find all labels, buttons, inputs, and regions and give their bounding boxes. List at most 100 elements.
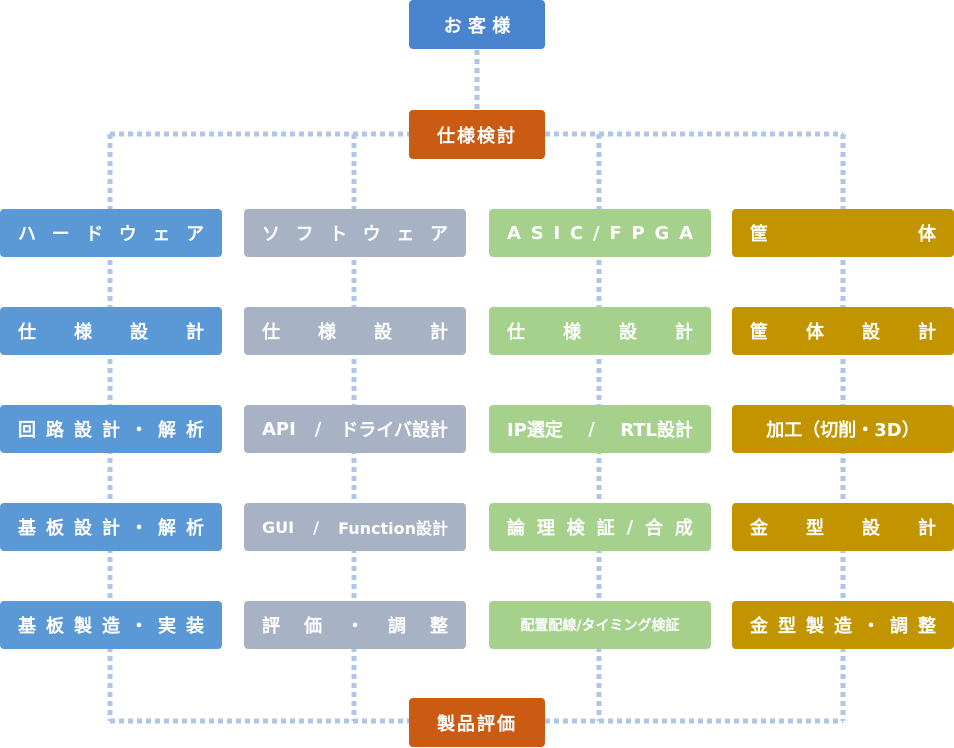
box-text-part: 計: [918, 518, 936, 539]
asic-step-2-box: IP選定 / RTL設計: [489, 405, 711, 453]
box-text-part: ・: [130, 420, 148, 441]
box-text-part: 計: [186, 322, 204, 343]
box-text-part: 整: [918, 616, 936, 637]
box-text-part: ハ: [18, 224, 36, 245]
box-text-part: ア: [429, 224, 448, 245]
box-text-part: 様: [563, 322, 581, 343]
box-text-part: ソ: [262, 224, 280, 245]
software-step-1-box: 仕様設計: [244, 307, 466, 355]
box-text-part: S: [530, 222, 544, 244]
product-eval-box: 製品評価: [409, 698, 545, 747]
box-text-part: 調: [890, 616, 908, 637]
customer-box: お 客 様: [409, 0, 545, 49]
box-text-part: フ: [295, 224, 314, 245]
box-text-part: /: [593, 222, 600, 244]
enclosure-step-4-box: 金型製造・調整: [732, 601, 954, 649]
box-text-part: 合: [645, 518, 664, 539]
software-step-3-box: GUI / Function設計: [244, 503, 466, 551]
box-text-part: 仕: [507, 322, 525, 343]
box-text-part: 金: [750, 616, 768, 637]
box-text-part: ・: [130, 518, 148, 539]
box-text-part: ェ: [152, 224, 171, 245]
box-text-part: 計: [102, 518, 120, 539]
box-text-part: 設: [74, 420, 92, 441]
box-text-part: 基: [18, 616, 36, 637]
box-text-part: I: [553, 222, 561, 244]
enclosure-step-2-box: 加工（切削・3D）: [732, 405, 954, 453]
box-text-part: 証: [596, 518, 615, 539]
box-text-part: G: [654, 222, 670, 244]
box-text-part: /: [313, 517, 319, 537]
box-text-part: F: [609, 222, 622, 244]
enclosure-header-box: 筐体: [732, 209, 954, 257]
box-text-part: 解: [158, 518, 176, 539]
box-text-part: /: [314, 418, 322, 440]
box-text-part: ト: [329, 224, 348, 245]
box-text-part: 仕: [18, 322, 36, 343]
box-text-part: 理: [536, 518, 555, 539]
hardware-step-4-box: 基板製造・実装: [0, 601, 222, 649]
box-text-part: 様: [74, 322, 92, 343]
hardware-step-2-box: 回路設計・解析: [0, 405, 222, 453]
box-text-part: 仕: [262, 322, 280, 343]
box-text-part: ・: [346, 616, 364, 637]
box-text-part: 設: [74, 518, 92, 539]
box-text-part: 様: [318, 322, 336, 343]
box-text-part: 設: [130, 322, 148, 343]
box-text-part: ウ: [362, 224, 381, 245]
box-text-part: 実: [158, 616, 176, 637]
box-text-part: IP選定: [507, 420, 563, 441]
box-text-part: 型: [806, 518, 824, 539]
enclosure-step-1-box: 筐体設計: [732, 307, 954, 355]
box-text-part: ェ: [396, 224, 415, 245]
hardware-step-3-box: 基板設計・解析: [0, 503, 222, 551]
box-text-part: 金: [750, 518, 768, 539]
box-text-part: 基: [18, 518, 36, 539]
box-text-part: 設: [862, 518, 880, 539]
box-text-part: A: [507, 222, 521, 244]
box-text-part: /: [626, 516, 634, 538]
box-text-part: 計: [918, 322, 936, 343]
box-text-part: GUI: [262, 517, 295, 537]
box-text-part: ドライバ設計: [340, 420, 448, 441]
box-text-part: 評: [262, 616, 280, 637]
box-text-part: ・: [130, 616, 148, 637]
box-text-part: RTL設計: [620, 420, 693, 441]
asic-step-3-box: 論理検証/合成: [489, 503, 711, 551]
box-text-part: /: [588, 418, 595, 440]
spec-review-label: 仕様検討: [437, 125, 517, 147]
box-text-part: 加工（切削・3D）: [766, 420, 920, 441]
box-text-part: ウ: [118, 224, 137, 245]
box-text-part: 整: [430, 616, 448, 637]
enclosure-step-3-box: 金型設計: [732, 503, 954, 551]
box-text-part: A: [679, 222, 693, 244]
spec-review-box: 仕様検討: [409, 110, 545, 159]
box-text-part: 造: [834, 616, 852, 637]
software-header-box: ソフトウェア: [244, 209, 466, 257]
box-text-part: 計: [675, 322, 693, 343]
asic-step-1-box: 仕様設計: [489, 307, 711, 355]
box-text-part: 板: [46, 518, 64, 539]
box-text-part: 板: [46, 616, 64, 637]
customer-label: お 客 様: [443, 15, 511, 37]
box-text-part: 配置配線/タイミング検証: [520, 618, 680, 634]
box-text-part: 製: [74, 616, 92, 637]
box-text-part: 検: [566, 518, 585, 539]
box-text-part: 路: [46, 420, 64, 441]
box-text-part: 価: [304, 616, 322, 637]
box-text-part: ・: [862, 616, 880, 637]
box-text-part: 調: [388, 616, 406, 637]
box-text-part: Function設計: [338, 519, 448, 538]
box-text-part: 析: [186, 518, 204, 539]
software-step-2-box: API/ドライバ設計: [244, 405, 466, 453]
box-text-part: 造: [102, 616, 120, 637]
box-text-part: 体: [918, 224, 936, 245]
box-text-part: 論: [507, 518, 525, 539]
box-text-part: 筐: [750, 322, 768, 343]
box-text-part: ア: [185, 224, 204, 245]
box-text-part: 解: [158, 420, 176, 441]
box-text-part: 装: [186, 616, 204, 637]
box-text-part: 析: [186, 420, 204, 441]
box-text-part: 体: [806, 322, 824, 343]
box-text-part: P: [631, 222, 645, 244]
